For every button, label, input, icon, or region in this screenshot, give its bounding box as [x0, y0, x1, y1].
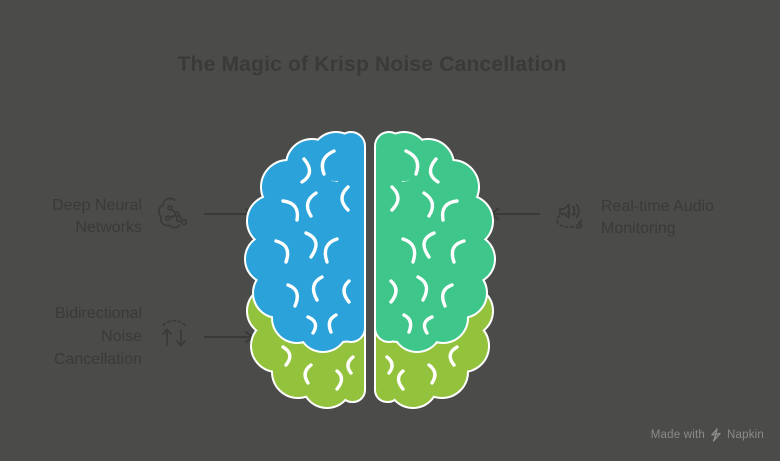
audio-monitoring-speaker-icon	[548, 194, 594, 240]
page-title: The Magic of Krisp Noise Cancellation	[177, 53, 567, 76]
neural-network-brain-icon	[154, 193, 196, 235]
brain-right-hemisphere	[374, 131, 496, 409]
watermark-made-with: Made with	[650, 429, 705, 441]
napkin-logo-icon	[710, 428, 722, 442]
label-bidirectional-noise-cancellation: Bidirectional Noise Cancellation	[53, 305, 142, 368]
bidirectional-arrows-icon	[153, 312, 195, 354]
made-with-napkin-watermark[interactable]: Made with Napkin	[651, 428, 764, 442]
brain-illustration	[244, 131, 496, 409]
brain-left-hemisphere	[244, 131, 366, 409]
label-deep-neural-networks: Deep Neural Networks	[52, 197, 142, 236]
watermark-brand: Napkin	[727, 429, 764, 441]
label-real-time-audio-monitoring: Real-time Audio Monitoring	[601, 198, 714, 237]
